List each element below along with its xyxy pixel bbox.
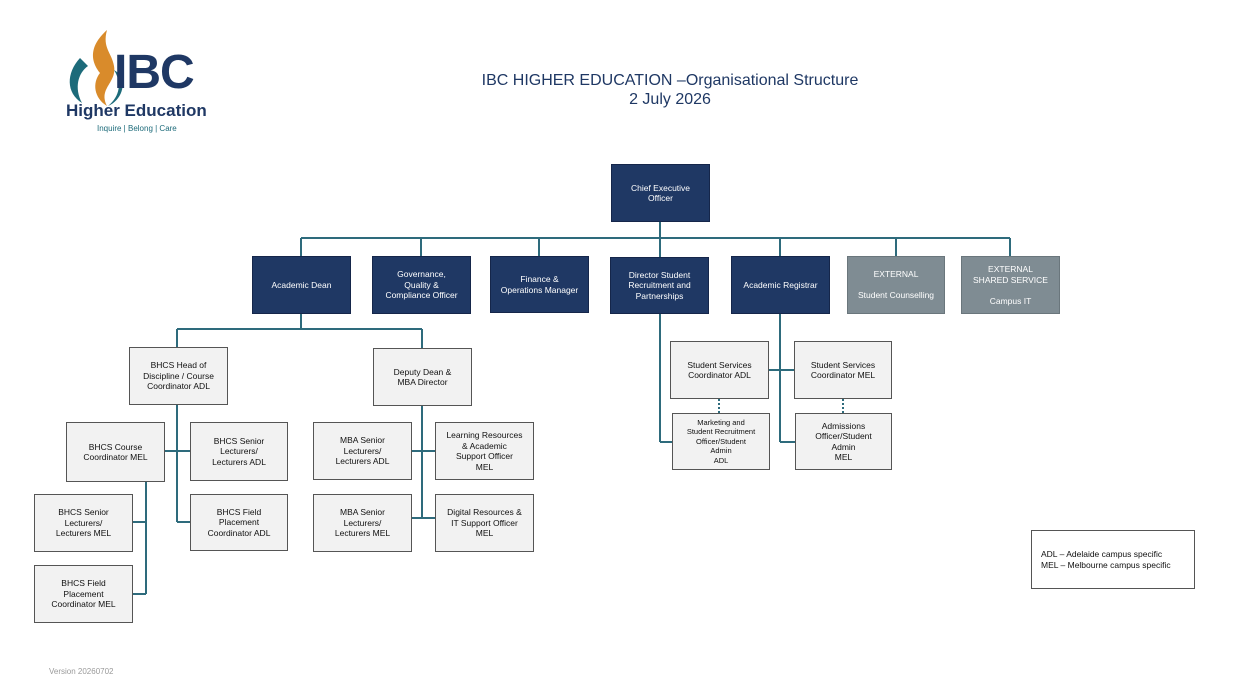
campus-legend: ADL – Adelaide campus specific MEL – Mel… <box>1031 530 1195 589</box>
node-bhcs-senior-lecturers-mel: BHCS Senior Lecturers/ Lecturers MEL <box>34 494 133 552</box>
version-label: Version 20260702 <box>49 667 114 676</box>
legend-mel: MEL – Melbourne campus specific <box>1041 560 1171 570</box>
flame-logo-icon <box>69 30 123 106</box>
node-digital-resources-officer: Digital Resources & IT Support Officer M… <box>435 494 534 552</box>
logo-tagline: Inquire | Belong | Care <box>97 124 177 133</box>
node-bhcs-field-placement-mel: BHCS Field Placement Coordinator MEL <box>34 565 133 623</box>
node-academic-registrar: Academic Registrar <box>731 256 830 314</box>
node-bhcs-senior-lecturers-adl: BHCS Senior Lecturers/ Lecturers ADL <box>190 422 288 481</box>
node-marketing-recruitment-adl: Marketing and Student Recruitment Office… <box>672 413 770 470</box>
node-student-services-adl: Student Services Coordinator ADL <box>670 341 769 399</box>
page-date: 2 July 2026 <box>629 91 711 108</box>
node-director-student-recruitment: Director Student Recruitment and Partner… <box>610 257 709 314</box>
node-ceo: Chief Executive Officer <box>611 164 710 222</box>
node-academic-dean: Academic Dean <box>252 256 351 314</box>
node-bhcs-course-coordinator-mel: BHCS Course Coordinator MEL <box>66 422 165 482</box>
node-bhcs-field-placement-adl: BHCS Field Placement Coordinator ADL <box>190 494 288 551</box>
node-governance-officer: Governance, Quality & Compliance Officer <box>372 256 471 314</box>
node-admissions-officer-mel: Admissions Officer/Student Admin MEL <box>795 413 892 470</box>
node-mba-senior-lecturers-adl: MBA Senior Lecturers/ Lecturers ADL <box>313 422 412 480</box>
node-learning-resources-officer: Learning Resources & Academic Support Of… <box>435 422 534 480</box>
legend-adl: ADL – Adelaide campus specific <box>1041 549 1163 559</box>
page-title: IBC HIGHER EDUCATION –Organisational Str… <box>481 72 859 89</box>
node-external-shared-service: EXTERNAL SHARED SERVICE Campus IT <box>961 256 1060 314</box>
node-external-counselling: EXTERNAL Student Counselling <box>847 256 945 314</box>
node-finance-manager: Finance & Operations Manager <box>490 256 589 313</box>
node-bhcs-head: BHCS Head of Discipline / Course Coordin… <box>129 347 228 405</box>
node-student-services-mel: Student Services Coordinator MEL <box>794 341 892 399</box>
ibc-logo: IBC Higher Education Inquire | Belong | … <box>62 28 227 138</box>
logo-name: Higher Education <box>66 101 207 120</box>
node-mba-senior-lecturers-mel: MBA Senior Lecturers/ Lecturers MEL <box>313 494 412 552</box>
node-deputy-dean: Deputy Dean & MBA Director <box>373 348 472 406</box>
logo-brand: IBC <box>114 46 195 99</box>
